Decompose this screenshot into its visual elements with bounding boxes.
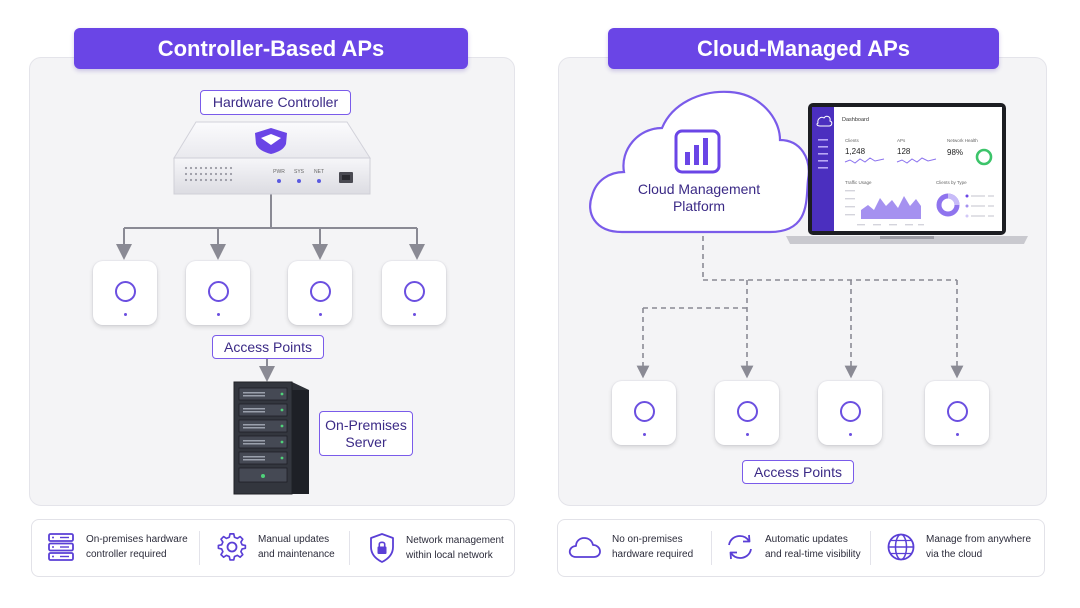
ap-ring-icon xyxy=(208,281,229,302)
dashboard-clients-label: Clients xyxy=(845,138,859,143)
dashboard-aps-value: 128 xyxy=(897,147,911,156)
server-rack-device xyxy=(233,381,309,495)
controller-title: Controller-Based APs xyxy=(74,28,468,69)
feature-line2: within local network xyxy=(406,550,493,561)
feature-line2: hardware required xyxy=(612,549,694,560)
dashboard-aps-label: APs xyxy=(897,138,906,143)
ap-ring-icon xyxy=(737,401,758,422)
ap-led xyxy=(956,433,959,436)
ap-led xyxy=(746,433,749,436)
feature-manage-anywhere: Manage from anywhere via the cloud xyxy=(886,532,1031,562)
controller-links xyxy=(116,193,425,382)
feature-local-network: Network management within local network xyxy=(368,532,504,564)
access-points-label-left: Access Points xyxy=(212,335,324,359)
dashboard-health-value: 98% xyxy=(947,148,964,157)
feature-line1: Manual updates xyxy=(258,534,330,545)
gear-icon xyxy=(217,533,247,561)
cloud-links xyxy=(636,236,964,379)
dashboard-title: Dashboard xyxy=(842,117,869,123)
access-point xyxy=(382,261,446,325)
ap-ring-icon xyxy=(947,401,968,422)
server-stack-icon xyxy=(48,533,74,561)
feature-automatic-updates: Automatic updates and real-time visibili… xyxy=(724,532,861,562)
globe-icon xyxy=(887,533,915,561)
feature-divider xyxy=(349,531,350,565)
feature-no-hardware: No on-premises hardware required xyxy=(567,532,693,562)
feature-line1: On-premises hardware xyxy=(86,534,188,545)
cloud-label-line2: Platform xyxy=(672,198,726,214)
led-label-net: NET xyxy=(314,169,324,175)
sync-icon xyxy=(728,534,752,560)
ap-ring-icon xyxy=(404,281,425,302)
shield-lock-icon xyxy=(370,533,394,563)
cloud-platform-label: Cloud Management Platform xyxy=(626,181,772,215)
cloud-icon xyxy=(568,537,601,558)
cloud-title: Cloud-Managed APs xyxy=(608,28,999,69)
feature-line1: Automatic updates xyxy=(765,534,848,545)
access-point xyxy=(186,261,250,325)
ap-led xyxy=(413,313,416,316)
server-label-line2: Server xyxy=(345,433,387,450)
access-point xyxy=(93,261,157,325)
feature-hardware-controller: On-premises hardware controller required xyxy=(47,532,188,562)
feature-manual-updates: Manual updates and maintenance xyxy=(217,532,335,562)
feature-line2: and real-time visibility xyxy=(765,549,861,560)
feature-divider xyxy=(711,531,712,565)
access-point xyxy=(288,261,352,325)
ap-led xyxy=(124,313,127,316)
dashboard-health-label: Network Health xyxy=(947,138,978,143)
cloud-label-line1: Cloud Management xyxy=(637,181,761,197)
access-point xyxy=(612,381,676,445)
feature-line2: via the cloud xyxy=(926,549,983,560)
feature-line2: and maintenance xyxy=(258,549,335,560)
dashboard-clients-value: 1,248 xyxy=(845,147,866,156)
feature-divider xyxy=(870,531,871,565)
ap-ring-icon xyxy=(634,401,655,422)
feature-divider xyxy=(199,531,200,565)
dashboard-traffic-label: Traffic Usage xyxy=(845,180,872,185)
ap-ring-icon xyxy=(840,401,861,422)
server-label-line1: On-Premises xyxy=(325,416,407,433)
on-premises-server-label: On-Premises Server xyxy=(319,411,413,456)
feature-line1: No on-premises xyxy=(612,534,683,545)
controller-features-bar xyxy=(31,519,515,577)
laptop-device xyxy=(786,103,1028,244)
hardware-controller-device xyxy=(173,121,371,195)
ap-led xyxy=(217,313,220,316)
led-label-sys: SYS xyxy=(293,169,304,175)
dashboard-clients-type-label: Clients by Type xyxy=(936,180,967,185)
feature-line1: Network management xyxy=(406,535,504,546)
feature-line2: controller required xyxy=(86,549,167,560)
access-point xyxy=(925,381,989,445)
hardware-controller-label: Hardware Controller xyxy=(200,90,351,115)
feature-line1: Manage from anywhere xyxy=(926,534,1032,545)
access-point xyxy=(715,381,779,445)
ap-ring-icon xyxy=(310,281,331,302)
ap-led xyxy=(849,433,852,436)
ap-ring-icon xyxy=(115,281,136,302)
access-points-label-right: Access Points xyxy=(742,460,854,484)
ap-led xyxy=(643,433,646,436)
led-label-pwr: PWR xyxy=(273,169,285,175)
ap-led xyxy=(319,313,322,316)
cloud-features-bar xyxy=(557,519,1045,577)
access-point xyxy=(818,381,882,445)
